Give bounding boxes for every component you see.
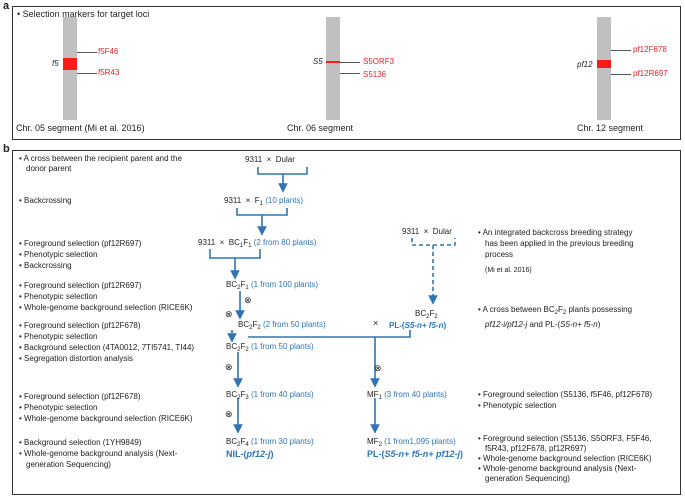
left-group5: • Foreground selection (pf12F678) • Phen… bbox=[19, 321, 195, 363]
chr06-bar bbox=[326, 17, 340, 120]
chr06-marker1-line bbox=[340, 62, 360, 63]
chr06-s5-band bbox=[326, 61, 340, 63]
right-r4: • Foreground selection (S5136, S5ORF3, F… bbox=[478, 434, 652, 483]
chr05-marker2: f5R43 bbox=[98, 68, 120, 77]
chr12-pf12-band bbox=[597, 60, 611, 68]
right-r3: • Foreground selection (S5136, f5F46, pf… bbox=[478, 390, 653, 410]
left-group7: • Background selection (1YH9849) • Whole… bbox=[19, 438, 178, 469]
chr06-marker2: S5136 bbox=[363, 70, 387, 79]
node-bc2f2: BC2F2 (2 from 50 plants) bbox=[238, 320, 326, 331]
selfing-2: ⊗ bbox=[225, 309, 233, 319]
chr12-gene-label: pf12 bbox=[577, 60, 593, 69]
right-r2: • A cross between BC2F2 plants possessin… bbox=[478, 305, 633, 329]
chr06-marker1: S5ORF3 bbox=[363, 57, 395, 66]
node-pl1: PL-(S5-n+ f5-n) bbox=[389, 321, 447, 330]
chr12-bar bbox=[597, 17, 611, 120]
left-group3: • Foreground selection (pf12R697) • Phen… bbox=[19, 239, 142, 270]
node-pl2: PL-(S5-n+ f5-n+ pf12-j) bbox=[367, 449, 464, 459]
left-cross: • A cross between the recipient parent a… bbox=[19, 154, 182, 173]
node-nil: NIL-(pf12-j) bbox=[226, 449, 274, 459]
chr06-gene-label: S5 bbox=[313, 57, 323, 66]
chr05-caption: Chr. 05 segment (Mi et al. 2016) bbox=[16, 123, 145, 133]
selfing-1: ⊗ bbox=[244, 295, 252, 305]
node-mf2: MF2 (1 from1,095 plants) bbox=[367, 437, 456, 448]
chr06-marker2-line bbox=[340, 73, 360, 74]
node-cross-dular: 9311 × Dular bbox=[402, 227, 452, 236]
chr12-caption: Chr. 12 segment bbox=[577, 123, 644, 133]
chr12-marker1: pf12F678 bbox=[633, 45, 667, 54]
node-pl-bc2f2: BC2F2 bbox=[415, 309, 438, 320]
node-cross1: 9311 × Dular bbox=[245, 155, 295, 164]
panel-a-frame bbox=[12, 6, 681, 140]
chr05-marker2-line bbox=[77, 73, 97, 74]
node-bc2f2b: BC2F2 (1 from 50 plants) bbox=[226, 342, 314, 353]
right-r1: • An integrated backcross breeding strat… bbox=[478, 228, 634, 274]
chr05-gene-label: f5 bbox=[52, 59, 59, 68]
selfing-4: ⊗ bbox=[374, 363, 382, 373]
cross-times-mid: × bbox=[373, 318, 379, 328]
node-bc2f4: BC2F4 (1 from 30 plants) bbox=[226, 437, 314, 448]
chr12-marker1-line bbox=[611, 50, 631, 51]
left-backcrossing: • Backcrossing bbox=[19, 196, 72, 205]
selfing-5: ⊗ bbox=[225, 409, 233, 419]
panel-b-label: b bbox=[3, 143, 10, 155]
node-bc2f3: BC2F3 (1 from 40 plants) bbox=[226, 390, 314, 401]
node-cross3: 9311 × BC1F1 (2 from 80 plants) bbox=[198, 238, 317, 249]
chr05-marker1-line bbox=[77, 52, 97, 53]
node-cross2: 9311 × F1 (10 plants) bbox=[224, 196, 304, 207]
chr12-marker2-line bbox=[611, 74, 631, 75]
node-mf1: MF1 (3 from 40 plants) bbox=[367, 390, 447, 401]
left-group4: • Foreground selection (pf12R697) • Phen… bbox=[19, 281, 193, 312]
panel-a-heading: • Selection markers for target loci bbox=[17, 9, 150, 19]
chr05-f5-band bbox=[63, 58, 77, 70]
node-bc2f1: BC2F1 (1 from 100 plants) bbox=[226, 280, 319, 291]
selfing-3: ⊗ bbox=[225, 362, 233, 372]
chr06-caption: Chr. 06 segment bbox=[287, 123, 354, 133]
panel-a-label: a bbox=[3, 0, 10, 12]
chr05-marker1: f5F46 bbox=[98, 47, 119, 56]
left-group6: • Foreground selection (pf12F678) • Phen… bbox=[19, 392, 193, 423]
panel-b-frame bbox=[12, 150, 681, 495]
chr12-marker2: pf12R697 bbox=[633, 69, 668, 78]
